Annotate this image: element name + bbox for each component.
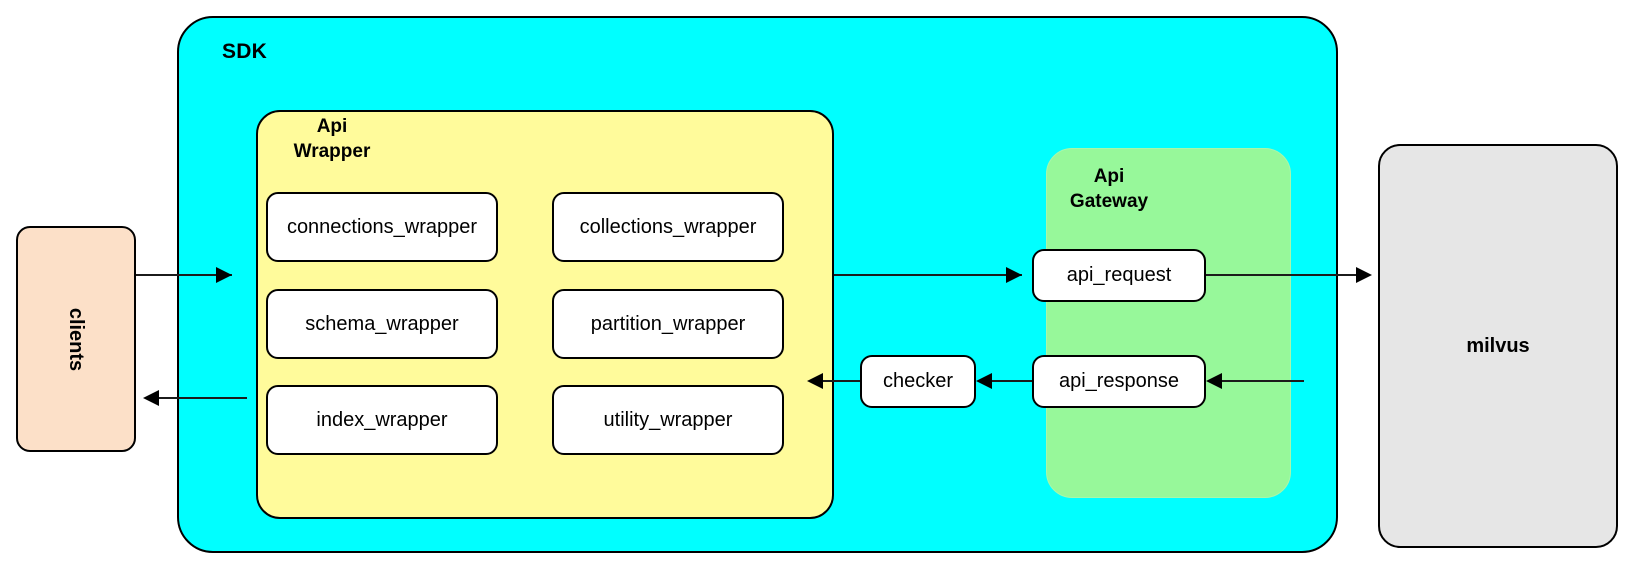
edge-clients-to-api-wrapper xyxy=(136,274,232,276)
node-partition-wrapper[interactable]: partition_wrapper xyxy=(552,289,784,359)
node-checker[interactable]: checker xyxy=(860,355,976,408)
edge-api-response-to-checker-arrowhead xyxy=(976,373,992,389)
edge-milvus-to-api-response xyxy=(1219,380,1304,382)
node-milvus-label: milvus xyxy=(1466,334,1530,357)
edge-clients-to-api-wrapper-arrowhead xyxy=(216,267,232,283)
api-gateway-label-line2: Gateway xyxy=(1069,191,1149,212)
node-clients-label: clients xyxy=(65,307,88,371)
edge-api-wrapper-to-api-gateway-arrowhead xyxy=(1006,267,1022,283)
node-connections-wrapper[interactable]: connections_wrapper xyxy=(266,192,498,262)
edge-api-wrapper-to-clients xyxy=(159,397,247,399)
api-wrapper-label: Api Wrapper xyxy=(262,114,402,164)
node-milvus[interactable]: milvus xyxy=(1378,144,1618,548)
edge-checker-to-api-wrapper-arrowhead xyxy=(807,373,823,389)
node-checker-label: checker xyxy=(882,370,954,392)
node-collections-wrapper-label: collections_wrapper xyxy=(579,215,757,238)
api-wrapper-label-line2: Wrapper xyxy=(293,141,371,162)
node-utility-wrapper[interactable]: utility_wrapper xyxy=(552,385,784,455)
edge-milvus-to-api-response-arrowhead xyxy=(1206,373,1222,389)
node-api-request-label: api_request xyxy=(1066,264,1172,286)
sdk-label: SDK xyxy=(222,40,267,63)
edge-api-wrapper-to-api-gateway xyxy=(834,274,1022,276)
node-collections-wrapper[interactable]: collections_wrapper xyxy=(552,192,784,262)
node-api-response[interactable]: api_response xyxy=(1032,355,1206,408)
edge-api-response-to-checker xyxy=(989,380,1032,382)
node-index-wrapper[interactable]: index_wrapper xyxy=(266,385,498,455)
edge-api-request-to-milvus-arrowhead xyxy=(1356,267,1372,283)
api-wrapper-label-line1: Api xyxy=(316,116,348,137)
edge-api-wrapper-to-clients-arrowhead xyxy=(143,390,159,406)
node-connections-wrapper-label: connections_wrapper xyxy=(286,215,478,238)
api-gateway-container xyxy=(1046,148,1291,498)
node-api-response-label: api_response xyxy=(1058,370,1180,392)
node-schema-wrapper-label: schema_wrapper xyxy=(305,312,459,335)
node-schema-wrapper[interactable]: schema_wrapper xyxy=(266,289,498,359)
node-partition-wrapper-label: partition_wrapper xyxy=(590,312,746,335)
edge-checker-to-api-wrapper xyxy=(823,380,860,382)
node-utility-wrapper-label: utility_wrapper xyxy=(603,408,733,431)
api-gateway-label: Api Gateway xyxy=(1034,164,1184,214)
node-index-wrapper-label: index_wrapper xyxy=(316,408,448,431)
node-api-request[interactable]: api_request xyxy=(1032,249,1206,302)
node-clients[interactable]: clients xyxy=(16,226,136,452)
api-gateway-label-line1: Api xyxy=(1093,166,1125,187)
edge-api-request-to-milvus xyxy=(1206,274,1366,276)
